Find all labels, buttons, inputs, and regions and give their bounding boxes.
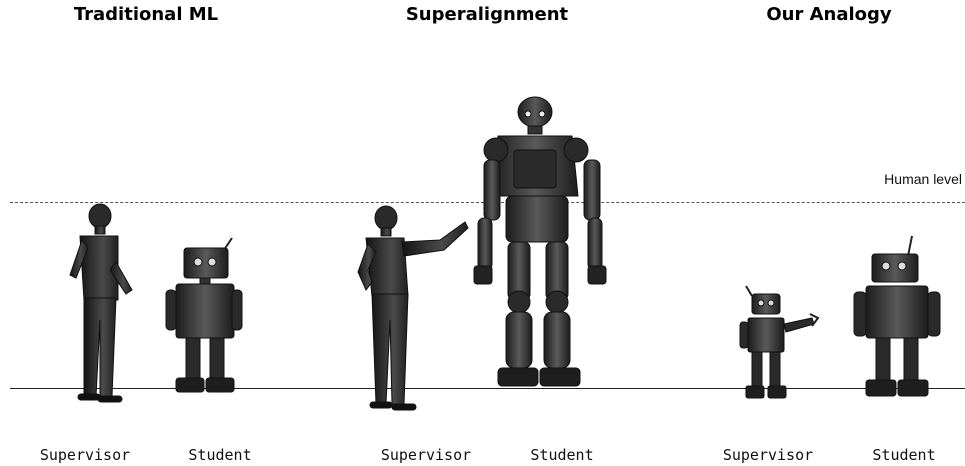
robot-supervisor-analogy bbox=[739, 285, 820, 399]
human-level-label: Human level bbox=[884, 171, 962, 187]
caption-student-analogy: Student bbox=[872, 446, 936, 464]
caption-supervisor-analogy: Supervisor bbox=[722, 446, 814, 464]
human-supervisor-figure-traditional bbox=[69, 203, 133, 403]
panel-title-superalignment: Superalignment bbox=[405, 4, 569, 25]
caption-student-traditional: Student bbox=[188, 446, 252, 464]
panel-title-traditional-ml: Traditional ML bbox=[73, 4, 219, 25]
caption-supervisor-superalignment: Supervisor bbox=[380, 446, 472, 464]
human-supervisor-figure-superalignment bbox=[357, 205, 469, 411]
robot-student-analogy bbox=[853, 235, 941, 397]
caption-supervisor-traditional: Supervisor bbox=[39, 446, 131, 464]
robot-student-traditional bbox=[165, 237, 243, 393]
caption-student-superalignment: Student bbox=[530, 446, 594, 464]
ground-line bbox=[10, 388, 965, 389]
robot-student-superalignment bbox=[473, 96, 607, 387]
panel-title-our-analogy: Our Analogy bbox=[766, 4, 892, 25]
